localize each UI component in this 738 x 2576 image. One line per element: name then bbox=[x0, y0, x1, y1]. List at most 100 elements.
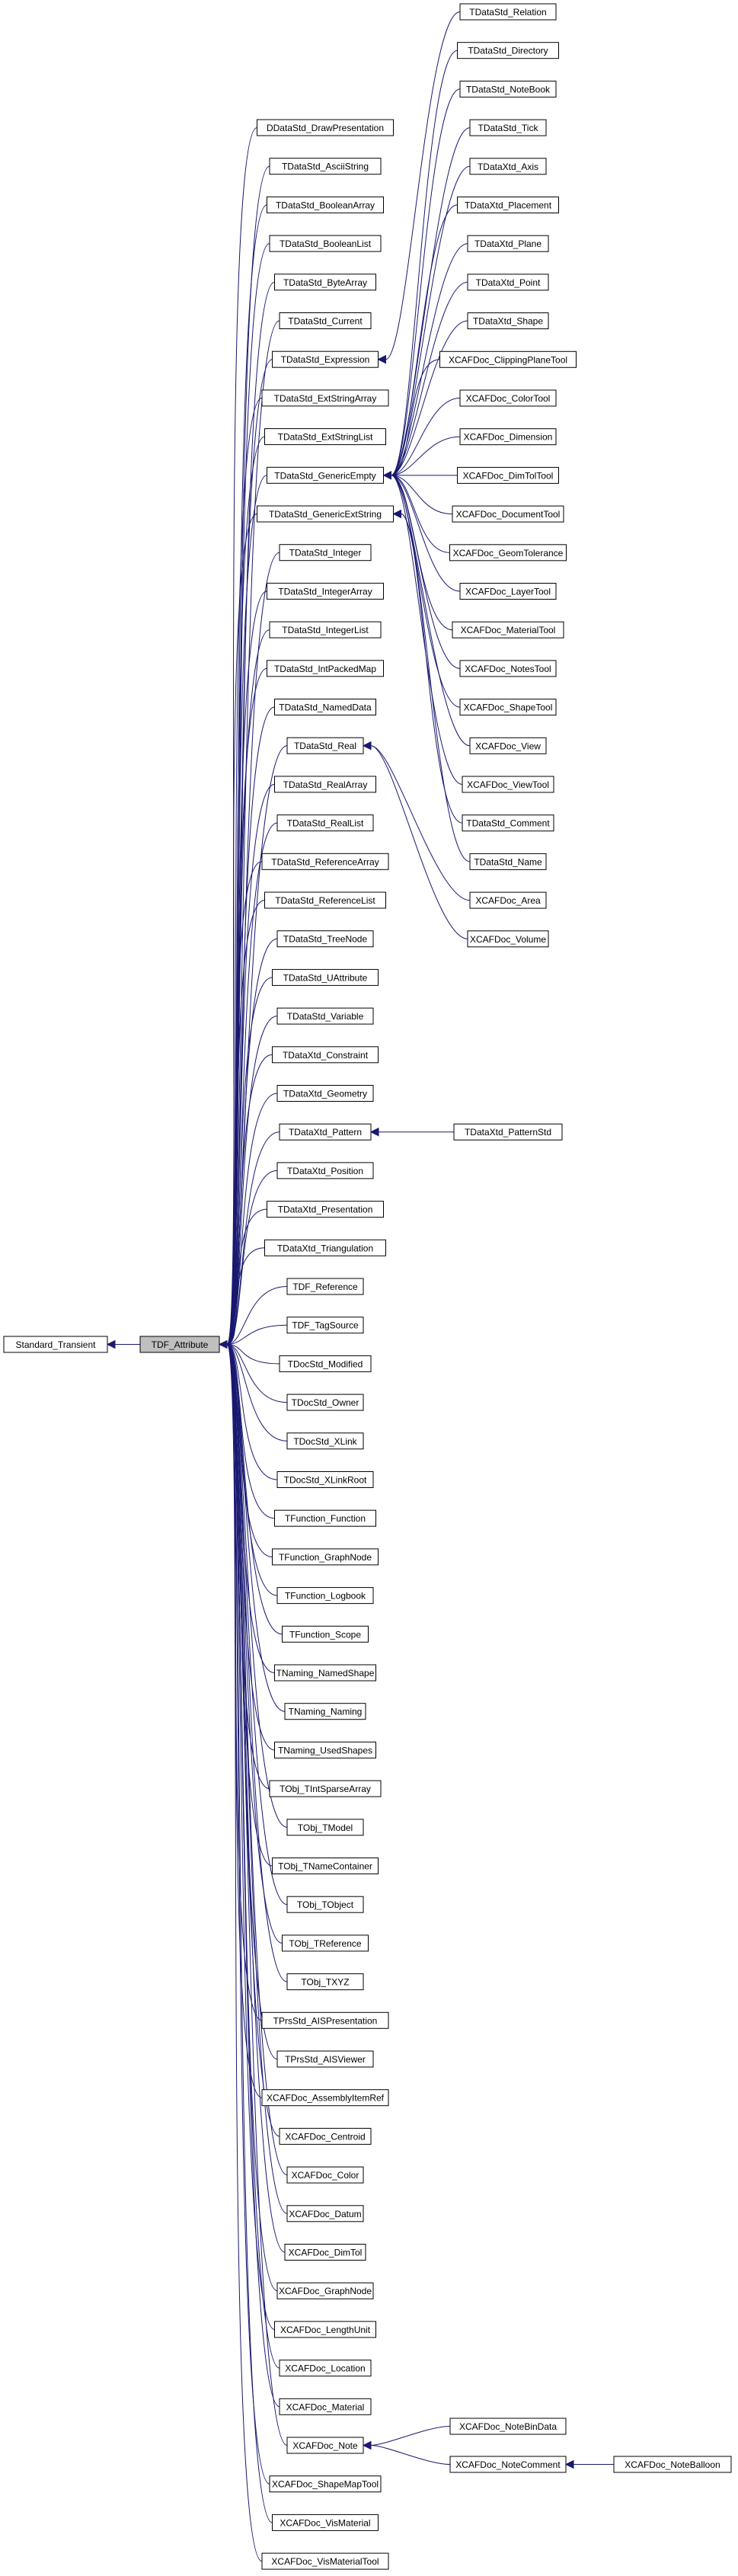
class-node-tnaming-naming[interactable]: TNaming_Naming bbox=[284, 1703, 366, 1720]
class-node-tdatastd-integer[interactable]: TDataStd_Integer bbox=[279, 544, 372, 562]
class-node-tdatastd-directory[interactable]: TDataStd_Directory bbox=[457, 42, 559, 59]
class-node-tdatastd-tick[interactable]: TDataStd_Tick bbox=[469, 119, 547, 136]
class-node-xcafdoc-dimtoltool[interactable]: XCAFDoc_DimTolTool bbox=[457, 466, 559, 484]
class-node-tdatastd-uattribute[interactable]: TDataStd_UAttribute bbox=[272, 968, 379, 986]
class-node-xcafdoc-material[interactable]: XCAFDoc_Material bbox=[279, 2398, 372, 2415]
class-node-box bbox=[279, 2360, 372, 2377]
class-node-xcafdoc-datum[interactable]: XCAFDoc_Datum bbox=[286, 2205, 364, 2222]
class-node-tdocstd-modified[interactable]: TDocStd_Modified bbox=[279, 1355, 372, 1372]
class-node-xcafdoc-materialtool[interactable]: XCAFDoc_MaterialTool bbox=[452, 621, 564, 638]
class-node-xcafdoc-volume[interactable]: XCAFDoc_Volume bbox=[467, 930, 549, 948]
class-node-xcafdoc-documenttool[interactable]: XCAFDoc_DocumentTool bbox=[452, 505, 564, 523]
class-node-label: TFunction_Logbook bbox=[285, 1591, 366, 1602]
class-node-tobj-txyz[interactable]: TObj_TXYZ bbox=[286, 1973, 364, 1991]
class-node-tdf-reference[interactable]: TDF_Reference bbox=[286, 1278, 364, 1295]
class-node-tfunction-scope[interactable]: TFunction_Scope bbox=[282, 1625, 369, 1643]
class-node-tobj-tmodel[interactable]: TObj_TModel bbox=[286, 1819, 364, 1836]
class-node-tprsstd-aisviewer[interactable]: TPrsStd_AISViewer bbox=[276, 2050, 374, 2068]
class-node-tdatastd-realarray[interactable]: TDataStd_RealArray bbox=[274, 776, 376, 793]
class-node-label: XCAFDoc_Location bbox=[285, 2363, 365, 2374]
class-node-tfunction-function[interactable]: TFunction_Function bbox=[274, 1509, 376, 1527]
class-node-xcafdoc-notecomment[interactable]: XCAFDoc_NoteComment bbox=[449, 2456, 567, 2473]
class-node-tobj-tobject[interactable]: TObj_TObject bbox=[286, 1896, 364, 1913]
class-node-tdf-tagsource[interactable]: TDF_TagSource bbox=[286, 1317, 364, 1334]
class-node-tdataxtd-triangulation[interactable]: TDataXtd_Triangulation bbox=[264, 1239, 386, 1256]
class-node-xcafdoc-area[interactable]: XCAFDoc_Area bbox=[469, 891, 547, 909]
class-node-tobj-tintsparsearray[interactable]: TObj_TIntSparseArray bbox=[269, 1780, 382, 1797]
class-node-xcafdoc-colortool[interactable]: XCAFDoc_ColorTool bbox=[459, 389, 557, 407]
class-node-tfunction-graphnode[interactable]: TFunction_GraphNode bbox=[272, 1548, 379, 1566]
class-node-tdatastd-referencearray[interactable]: TDataStd_ReferenceArray bbox=[261, 853, 389, 870]
class-node-tdatastd-treenode[interactable]: TDataStd_TreeNode bbox=[276, 930, 374, 948]
class-node-tdatastd-expression[interactable]: TDataStd_Expression bbox=[272, 350, 379, 368]
class-node-tdatastd-referencelist[interactable]: TDataStd_ReferenceList bbox=[264, 891, 386, 909]
class-node-tdatastd-extstringlist[interactable]: TDataStd_ExtStringList bbox=[264, 428, 386, 446]
class-node-tdatastd-name[interactable]: TDataStd_Name bbox=[469, 853, 547, 870]
class-node-xcafdoc-note[interactable]: XCAFDoc_Note bbox=[286, 2437, 364, 2454]
class-node-tdocstd-xlink[interactable]: TDocStd_XLink bbox=[286, 1432, 364, 1450]
class-node-xcafdoc-graphnode[interactable]: XCAFDoc_GraphNode bbox=[276, 2282, 374, 2299]
class-node-xcafdoc-vismaterial[interactable]: XCAFDoc_VisMaterial bbox=[272, 2514, 379, 2531]
class-node-tnaming-usedshapes[interactable]: TNaming_UsedShapes bbox=[274, 1741, 376, 1758]
class-node-tdataxtd-placement[interactable]: TDataXtd_Placement bbox=[457, 197, 559, 213]
class-node-xcafdoc-geomtolerance[interactable]: XCAFDoc_GeomTolerance bbox=[449, 544, 567, 562]
class-node-tobj-treference[interactable]: TObj_TReference bbox=[282, 1934, 369, 1952]
class-node-tdatastd-genericempty[interactable]: TDataStd_GenericEmpty bbox=[267, 466, 384, 484]
class-node-tdatastd-relation[interactable]: TDataStd_Relation bbox=[459, 3, 557, 21]
class-node-tdocstd-xlinkroot[interactable]: TDocStd_XLinkRoot bbox=[276, 1471, 374, 1488]
class-node-xcafdoc-vismaterialtool[interactable]: XCAFDoc_VisMaterialTool bbox=[261, 2552, 389, 2570]
class-node-xcafdoc-shapemaptool[interactable]: XCAFDoc_ShapeMapTool bbox=[269, 2475, 382, 2493]
class-node-tdataxtd-axis[interactable]: TDataXtd_Axis bbox=[469, 158, 547, 175]
class-node-xcafdoc-dimtol[interactable]: XCAFDoc_DimTol bbox=[284, 2244, 366, 2261]
class-node-xcafdoc-lengthunit[interactable]: XCAFDoc_LengthUnit bbox=[274, 2321, 376, 2338]
class-node-tdatastd-booleanlist[interactable]: TDataStd_BooleanList bbox=[269, 235, 382, 252]
class-node-tdatastd-extstringarray[interactable]: TDataStd_ExtStringArray bbox=[261, 389, 389, 407]
class-node-label: TObj_TReference bbox=[289, 1938, 361, 1949]
class-node-tdataxtd-constraint[interactable]: TDataXtd_Constraint bbox=[272, 1046, 379, 1064]
class-node-tdocstd-owner[interactable]: TDocStd_Owner bbox=[286, 1394, 364, 1411]
class-node-xcafdoc-layertool[interactable]: XCAFDoc_LayerTool bbox=[459, 583, 557, 600]
class-node-tdataxtd-presentation[interactable]: TDataXtd_Presentation bbox=[267, 1201, 384, 1218]
class-node-xcafdoc-location[interactable]: XCAFDoc_Location bbox=[279, 2360, 372, 2377]
class-node-xcafdoc-noteballoon[interactable]: XCAFDoc_NoteBalloon bbox=[613, 2456, 732, 2473]
class-node-tdatastd-bytearray[interactable]: TDataStd_ByteArray bbox=[274, 274, 376, 291]
class-node-xcafdoc-shapetool[interactable]: XCAFDoc_ShapeTool bbox=[459, 699, 557, 716]
class-node-tdatastd-reallist[interactable]: TDataStd_RealList bbox=[276, 814, 374, 832]
class-node-tdataxtd-geometry[interactable]: TDataXtd_Geometry bbox=[276, 1085, 374, 1102]
class-node-tdatastd-real[interactable]: TDataStd_Real bbox=[286, 737, 364, 754]
class-node-tdatastd-notebook[interactable]: TDataStd_NoteBook bbox=[459, 80, 557, 98]
class-node-xcafdoc-dimension[interactable]: XCAFDoc_Dimension bbox=[459, 428, 557, 446]
class-node-tfunction-logbook[interactable]: TFunction_Logbook bbox=[276, 1587, 374, 1605]
class-node-tdatastd-intpackedmap[interactable]: TDataStd_IntPackedMap bbox=[267, 660, 384, 677]
class-node-tdataxtd-patternstd[interactable]: TDataXtd_PatternStd bbox=[453, 1123, 563, 1141]
class-node-ddatastd-drawpresentation[interactable]: DDataStd_DrawPresentation bbox=[257, 119, 394, 136]
class-node-tdataxtd-point[interactable]: TDataXtd_Point bbox=[467, 274, 549, 291]
class-node-tdataxtd-pattern[interactable]: TDataXtd_Pattern bbox=[279, 1123, 372, 1141]
class-node-tdatastd-integerarray[interactable]: TDataStd_IntegerArray bbox=[267, 582, 384, 600]
class-node-tdf-attribute[interactable]: TDF_Attribute bbox=[139, 1336, 220, 1353]
class-node-xcafdoc-notestool[interactable]: XCAFDoc_NotesTool bbox=[459, 660, 557, 677]
class-node-tdatastd-asciistring[interactable]: TDataStd_AsciiString bbox=[269, 158, 382, 175]
class-node-tnaming-namedshape[interactable]: TNaming_NamedShape bbox=[274, 1664, 376, 1682]
class-node-tobj-tnamecontainer[interactable]: TObj_TNameContainer bbox=[272, 1858, 379, 1874]
class-node-tdataxtd-plane[interactable]: TDataXtd_Plane bbox=[467, 235, 549, 252]
class-node-tdatastd-current[interactable]: TDataStd_Current bbox=[279, 312, 372, 329]
class-node-label: XCAFDoc_Dimension bbox=[464, 432, 553, 443]
class-node-tdatastd-genericextstring[interactable]: TDataStd_GenericExtString bbox=[257, 505, 394, 523]
class-node-tdatastd-variable[interactable]: TDataStd_Variable bbox=[276, 1007, 374, 1025]
class-node-xcafdoc-assemblyitemref[interactable]: XCAFDoc_AssemblyItemRef bbox=[261, 2089, 389, 2107]
class-node-xcafdoc-centroid[interactable]: XCAFDoc_Centroid bbox=[279, 2127, 372, 2145]
class-node-xcafdoc-color[interactable]: XCAFDoc_Color bbox=[286, 2166, 364, 2184]
class-node-xcafdoc-view[interactable]: XCAFDoc_View bbox=[469, 737, 547, 754]
class-node-xcafdoc-clippingplanetool[interactable]: XCAFDoc_ClippingPlaneTool bbox=[439, 350, 577, 368]
class-node-tdatastd-nameddata[interactable]: TDataStd_NamedData bbox=[274, 699, 376, 715]
class-node-xcafdoc-viewtool[interactable]: XCAFDoc_ViewTool bbox=[462, 776, 554, 793]
class-node-tdatastd-integerlist[interactable]: TDataStd_IntegerList bbox=[269, 621, 382, 638]
class-node-tdatastd-booleanarray[interactable]: TDataStd_BooleanArray bbox=[267, 196, 384, 213]
class-node-xcafdoc-notebindata[interactable]: XCAFDoc_NoteBinData bbox=[449, 2418, 567, 2435]
class-node-tdataxtd-shape[interactable]: TDataXtd_Shape bbox=[467, 312, 549, 330]
class-node-tdatastd-comment[interactable]: TDataStd_Comment bbox=[462, 814, 554, 832]
class-node-tdataxtd-position[interactable]: TDataXtd_Position bbox=[276, 1162, 374, 1179]
class-node-tprsstd-aispresentation[interactable]: TPrsStd_AISPresentation bbox=[261, 2011, 389, 2029]
class-node-standard-transient[interactable]: Standard_Transient bbox=[3, 1336, 108, 1353]
